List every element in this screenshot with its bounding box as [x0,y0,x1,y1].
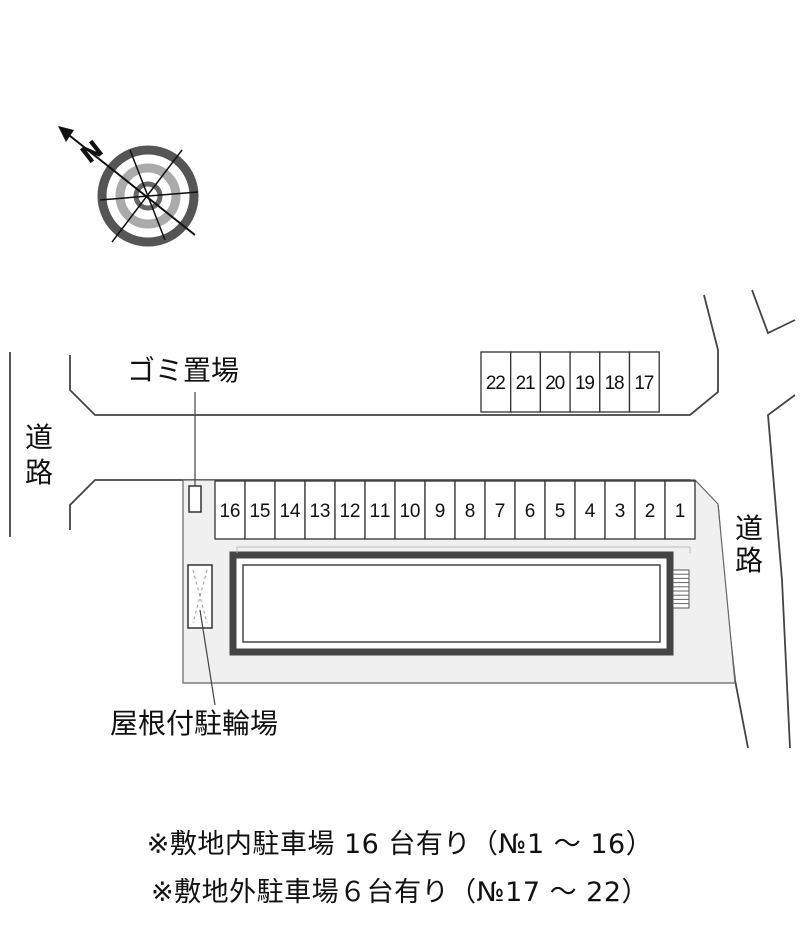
note-onsite-parking: ※敷地内駐車場 16 台有り（№1 〜 16） [146,829,654,860]
onsite-space-number: 12 [340,501,361,522]
offsite-space-22 [480,351,512,413]
onsite-space-number: 16 [220,501,241,522]
offsite-space-17 [628,351,660,413]
offsite-space-number: 19 [575,373,595,394]
road-label-left-2: 路 [25,456,53,489]
onsite-space-number: 11 [370,501,391,522]
onsite-space-11 [364,480,396,540]
offsite-space-21 [510,351,542,413]
onsite-space-16 [214,480,246,540]
onsite-space-number: 9 [435,501,446,522]
onsite-space-5 [544,480,576,540]
offsite-space-number: 22 [486,373,506,394]
onsite-space-4 [574,480,606,540]
onsite-space-number: 2 [645,501,656,522]
onsite-space-number: 7 [495,501,506,522]
onsite-space-14 [274,480,306,540]
road-label-right-2: 路 [735,544,763,577]
offsite-space-number: 18 [605,373,625,394]
building [229,546,691,656]
onsite-space-6 [514,480,546,540]
garbage-station [188,485,202,513]
onsite-space-2 [634,480,666,540]
onsite-space-1 [664,480,696,540]
bike-parking-label: 屋根付駐輪場 [110,707,278,740]
offsite-space-number: 21 [516,373,536,394]
garbage-label: ゴミ置場 [127,354,239,387]
onsite-space-number: 14 [280,501,301,522]
onsite-space-number: 3 [615,501,626,522]
offsite-space-20 [539,351,571,413]
stairs-box [672,569,690,609]
onsite-space-number: 1 [675,501,686,522]
note-offsite-parking: ※敷地外駐車場６台有り（№17 〜 22） [150,877,650,908]
onsite-space-8 [454,480,486,540]
onsite-space-number: 13 [310,501,331,522]
onsite-space-12 [334,480,366,540]
north-label: N [76,135,109,169]
onsite-space-number: 4 [585,501,596,522]
onsite-space-number: 6 [525,501,536,522]
onsite-space-number: 15 [250,501,271,522]
offsite-parking: 22 21 20 19 18 17 [480,351,660,413]
road-label-right-1: 道 [735,512,763,545]
offsite-space-19 [569,351,601,413]
offsite-space-number: 17 [634,373,654,394]
stairs [672,569,690,609]
onsite-space-number: 5 [555,501,566,522]
compass-icon: N [58,126,199,247]
onsite-space-3 [604,480,636,540]
offsite-space-number: 20 [545,373,565,394]
onsite-space-number: 10 [400,501,421,522]
onsite-space-number: 8 [465,501,476,522]
road-label-left-1: 道 [25,421,53,454]
onsite-space-9 [424,480,456,540]
bike-shed [187,564,213,629]
